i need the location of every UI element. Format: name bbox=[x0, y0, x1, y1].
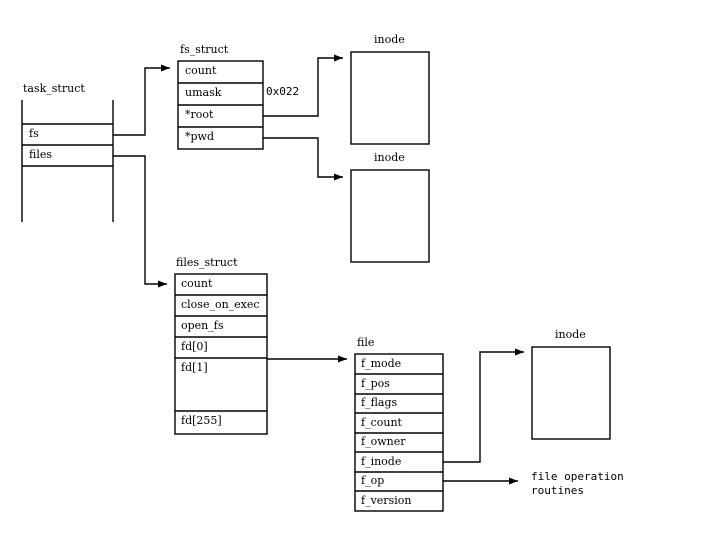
files-struct-row-fd255[interactable]: fd[255] bbox=[181, 414, 222, 427]
file-row-f-mode[interactable]: f_mode bbox=[361, 357, 402, 370]
files-struct-row-count[interactable]: count bbox=[181, 277, 213, 290]
fs-struct-row-umask[interactable]: umask bbox=[185, 86, 222, 99]
files-struct-row-open-fs[interactable]: open_fs bbox=[181, 319, 224, 332]
task-struct-row-files[interactable]: files bbox=[29, 148, 53, 161]
inode-file-title: inode bbox=[555, 328, 586, 341]
inode-pwd-title: inode bbox=[374, 151, 405, 164]
files-struct-row-fd0[interactable]: fd[0] bbox=[181, 340, 208, 353]
file-row-f-count[interactable]: f_count bbox=[361, 416, 402, 429]
file-struct-title: file bbox=[357, 336, 375, 349]
file-row-f-flags[interactable]: f_flags bbox=[361, 396, 398, 409]
file-operation-routines-line1: file operation bbox=[531, 470, 624, 483]
fs-struct-row-root[interactable]: *root bbox=[185, 108, 214, 121]
task-struct-box bbox=[21, 100, 114, 222]
connector-f-inode-to-inode bbox=[443, 348, 524, 463]
task-struct-title: task_struct bbox=[23, 82, 85, 95]
inode-file-box bbox=[531, 346, 611, 440]
file-box bbox=[354, 353, 444, 512]
fs-struct-row-pwd[interactable]: *pwd bbox=[185, 130, 214, 143]
connector-pwd-to-inode bbox=[263, 137, 343, 181]
file-row-f-version[interactable]: f_version bbox=[361, 494, 412, 507]
file-operation-routines-line2: routines bbox=[531, 484, 584, 497]
file-row-f-op[interactable]: f_op bbox=[361, 474, 385, 487]
files-struct-title: files_struct bbox=[176, 256, 238, 269]
files-struct-box bbox=[174, 273, 268, 435]
file-row-f-inode[interactable]: f_inode bbox=[361, 455, 402, 468]
files-struct-row-close-on-exec[interactable]: close_on_exec bbox=[181, 298, 260, 311]
connector-root-to-inode bbox=[263, 54, 343, 117]
file-row-f-owner[interactable]: f_owner bbox=[361, 435, 406, 448]
connector-fs-to-fs-struct bbox=[113, 64, 170, 136]
inode-pwd-box bbox=[350, 169, 430, 263]
file-row-f-pos[interactable]: f_pos bbox=[361, 377, 390, 390]
task-struct-row-fs[interactable]: fs bbox=[29, 127, 39, 140]
inode-root-title: inode bbox=[374, 33, 405, 46]
fs-struct-row-count[interactable]: count bbox=[185, 64, 217, 77]
umask-value-label: 0x022 bbox=[266, 85, 300, 98]
fs-struct-box bbox=[177, 60, 264, 150]
inode-root-box bbox=[350, 51, 430, 145]
files-struct-row-fd1[interactable]: fd[1] bbox=[181, 361, 208, 374]
fs-struct-title: fs_struct bbox=[180, 43, 229, 56]
connector-files-to-files-struct bbox=[113, 155, 167, 288]
